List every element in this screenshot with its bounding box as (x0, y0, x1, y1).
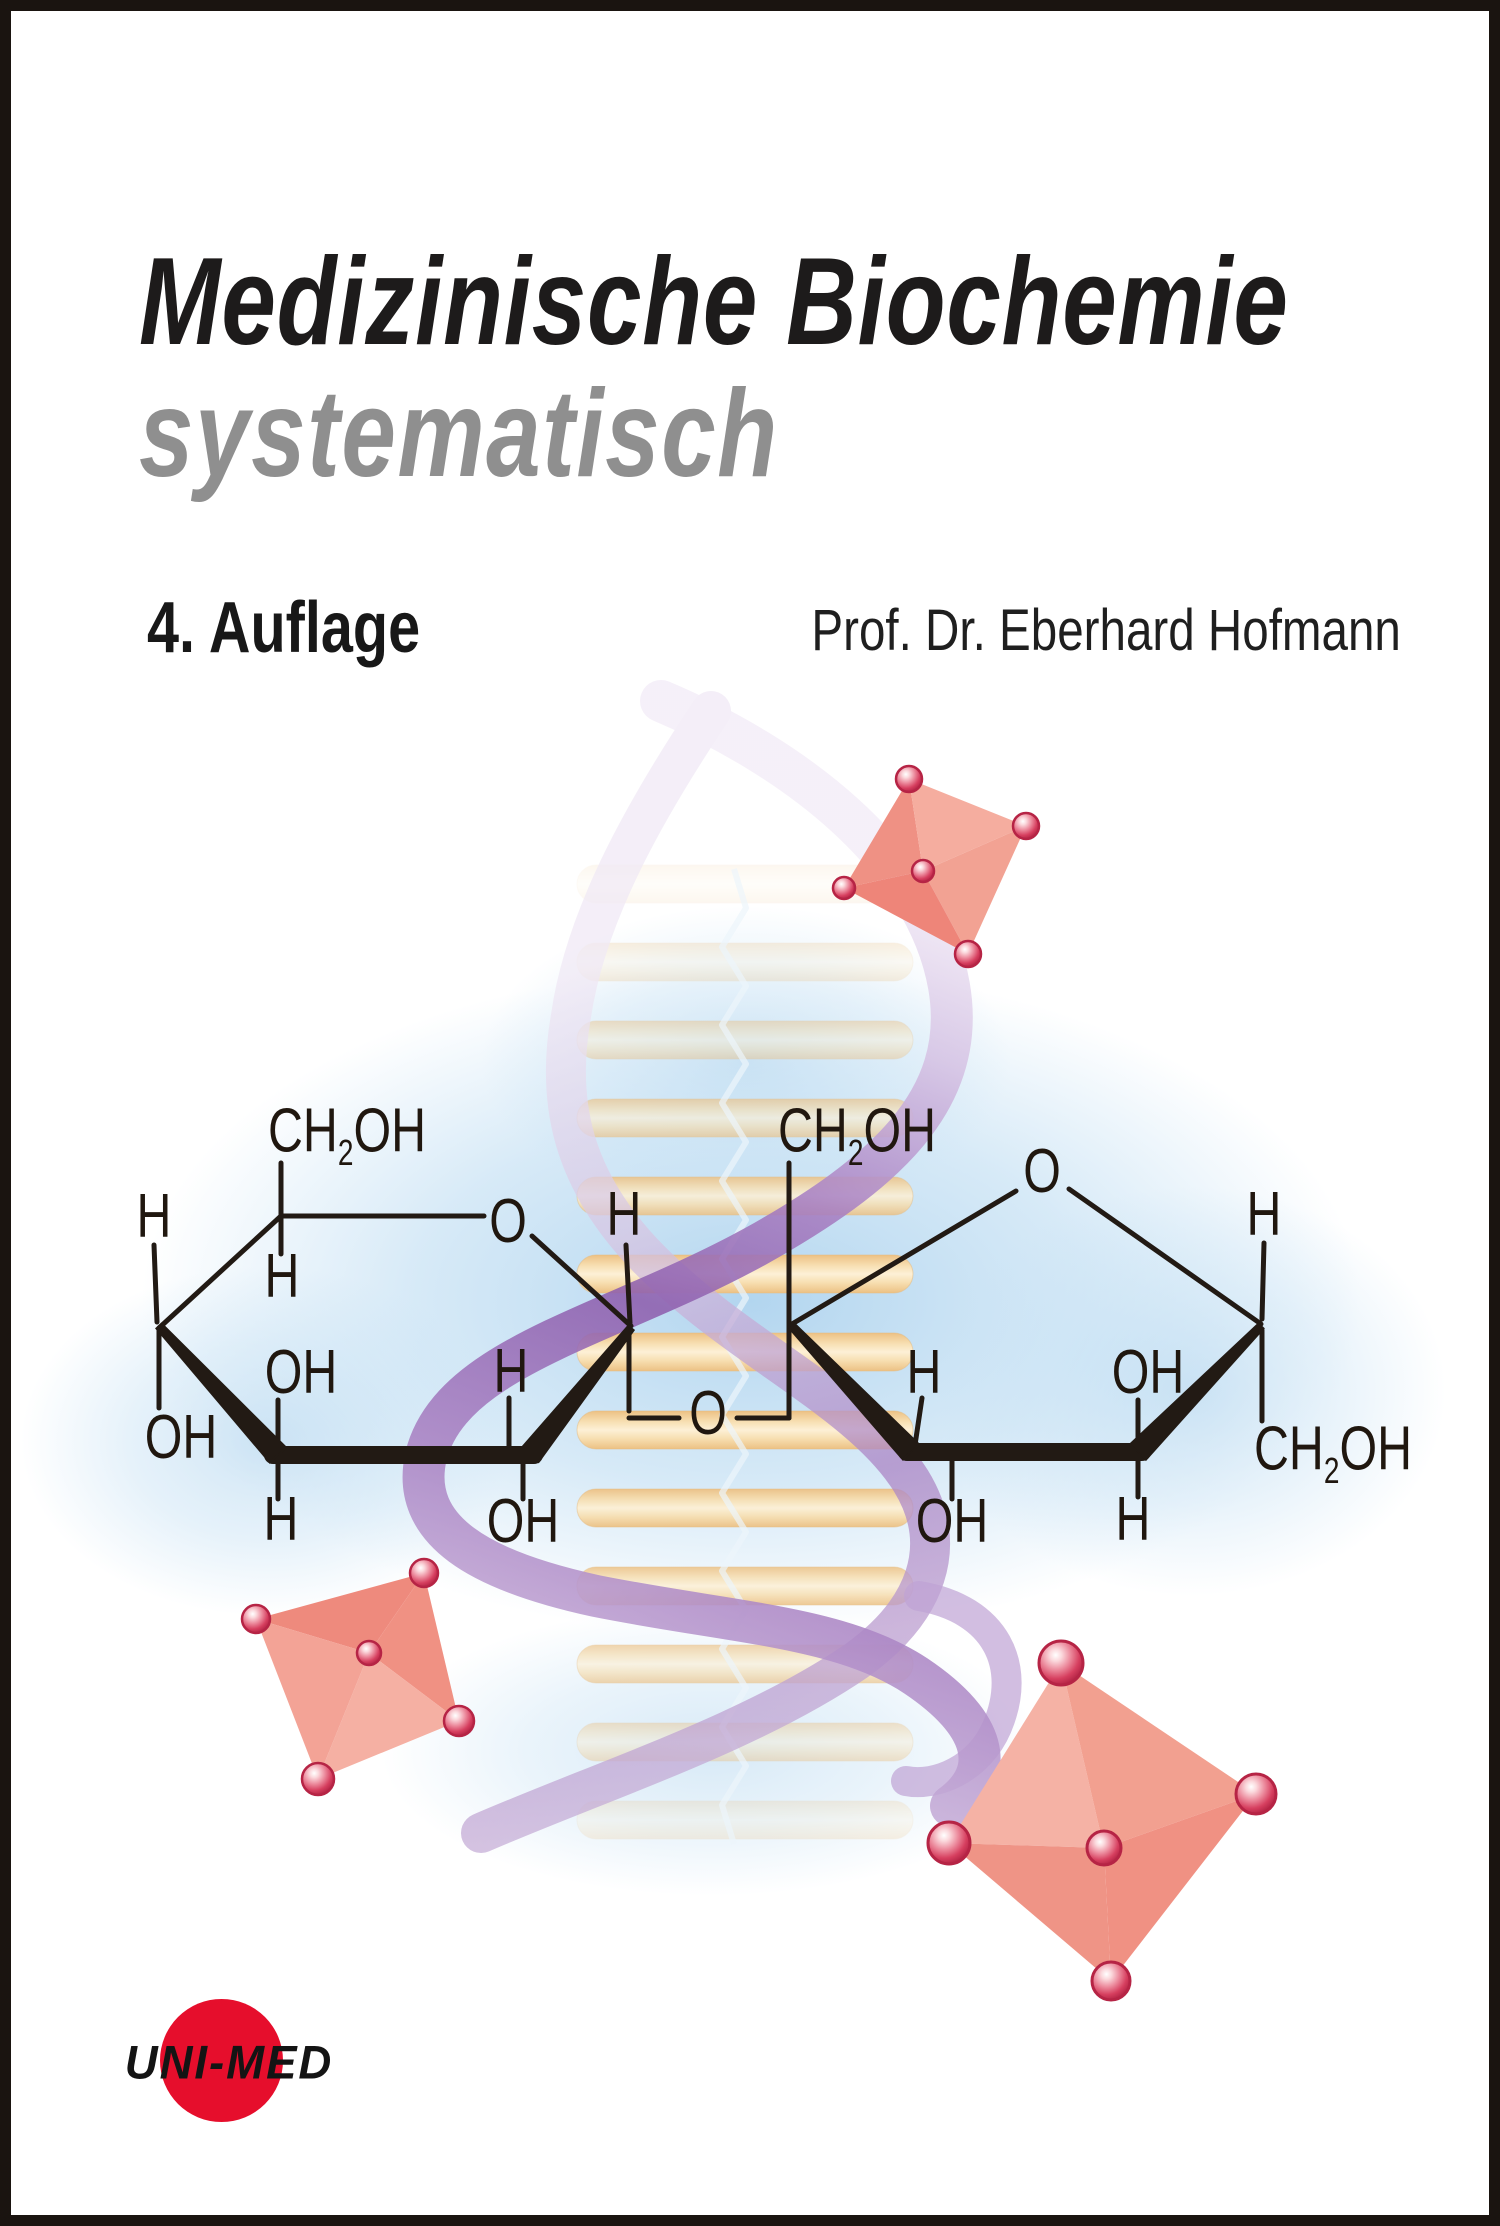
author-name: Prof. Dr. Eberhard Hofmann (811, 598, 1401, 663)
formula-subscript: 2 (847, 1131, 864, 1173)
atom-label: O (1023, 1136, 1061, 1206)
formula-subscript: 2 (337, 1131, 354, 1173)
formula-subscript: 2 (1323, 1449, 1340, 1491)
red-circle-icon (160, 1999, 283, 2122)
cover-artwork-illustration (21, 680, 1446, 2002)
octahedron-crystal-bottom-right (926, 1639, 1278, 2002)
atom-label: H (136, 1181, 172, 1251)
octahedron-crystal-top (831, 764, 1041, 969)
atom-label: H (493, 1336, 529, 1406)
atom-label: H (263, 1484, 299, 1554)
atom-label: OH (264, 1337, 338, 1407)
atom-label: OH (1111, 1337, 1185, 1407)
formula-post: OH (353, 1096, 426, 1166)
atom-label: H (606, 1179, 642, 1249)
edition-label: 4. Auflage (147, 588, 421, 668)
formula-post: OH (1339, 1414, 1412, 1484)
publisher-logo: UNI-MED (124, 2035, 334, 2089)
octahedron-crystal-bottom-left (240, 1557, 476, 1797)
atom-label: H (1115, 1484, 1151, 1554)
book-subtitle: systematisch (139, 365, 779, 503)
atom-label: O (489, 1186, 527, 1256)
formula-pre: CH (268, 1096, 338, 1166)
ch2oh-label: CH2OH (1254, 1418, 1412, 1488)
atom-label: H (264, 1241, 300, 1311)
formula-post: OH (863, 1096, 936, 1166)
dna-double-helix-icon (402, 680, 1022, 1853)
helix-strand-back (461, 691, 951, 1853)
helix-ribbon-curl (891, 1581, 1022, 1797)
dna-rung-seam-zigzag (719, 868, 749, 1845)
formula-pre: CH (1254, 1414, 1324, 1484)
atom-label: OH (915, 1486, 989, 1556)
ch2oh-label: CH2OH (268, 1100, 426, 1170)
atom-label: OH (486, 1486, 560, 1556)
atom-label: H (906, 1337, 942, 1407)
sugar-molecule-bonds (151, 1160, 1267, 1502)
book-title: Medizinische Biochemie (139, 233, 1289, 371)
atom-label: OH (144, 1402, 218, 1472)
ch2oh-label: CH2OH (778, 1100, 936, 1170)
atom-label: O (689, 1378, 727, 1448)
formula-pre: CH (778, 1096, 848, 1166)
helix-strand-front (402, 680, 1001, 1827)
atom-label: H (1246, 1179, 1282, 1249)
